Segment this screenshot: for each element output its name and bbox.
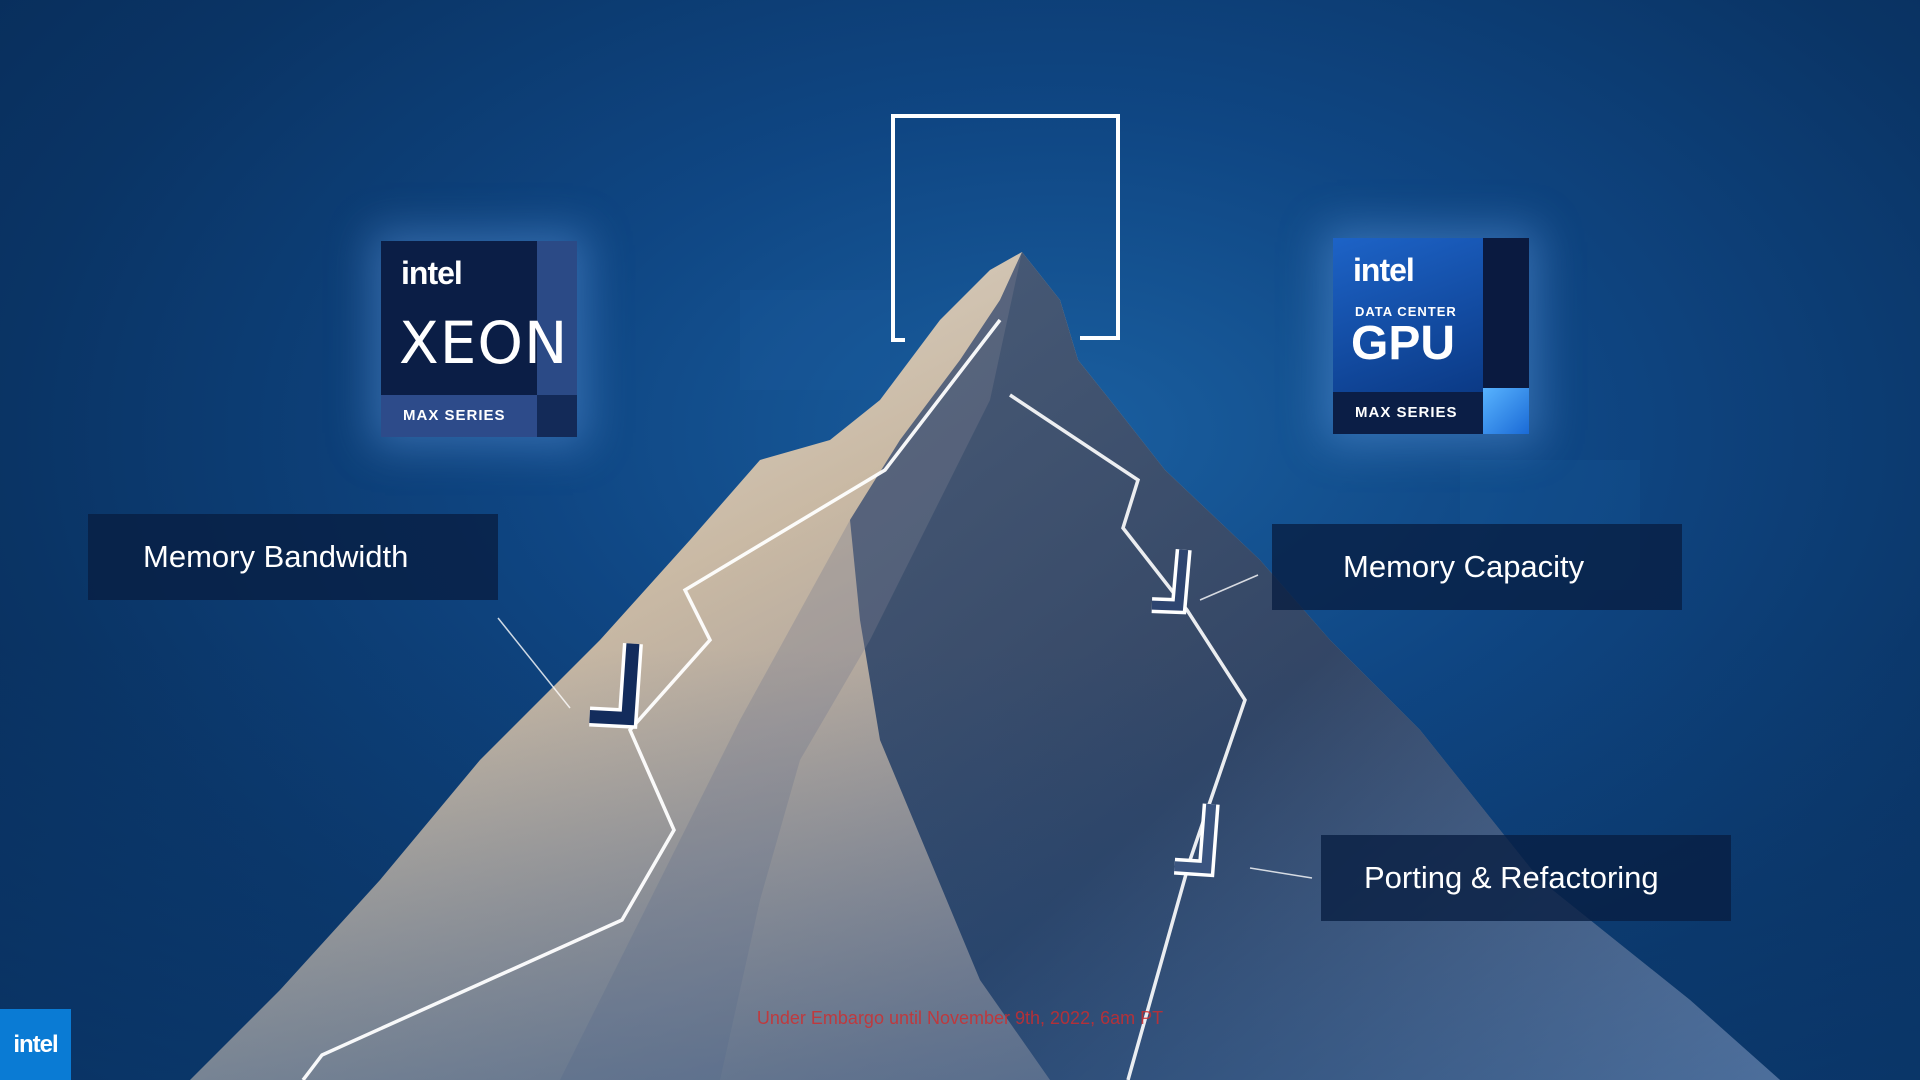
memory-bandwidth-label: Memory Bandwidth <box>88 514 498 600</box>
intel-brand-text: intel <box>1353 252 1415 288</box>
capacity-connector <box>1199 574 1259 601</box>
left-route-path <box>301 318 1002 1080</box>
porting-refactoring-label: Porting & Refactoring <box>1321 835 1731 921</box>
badge-stripe <box>1483 388 1529 434</box>
summit-bracket-icon <box>891 114 1120 342</box>
badge-background <box>1333 238 1483 392</box>
xeon-max-badge: intel XEON MAX SERIES <box>381 241 577 437</box>
check-icon <box>589 642 643 729</box>
bandwidth-connector <box>497 617 571 709</box>
check-icon <box>1151 549 1192 615</box>
gpu-max-badge: intel DATA CENTER GPU MAX SERIES <box>1333 238 1529 434</box>
data-center-text: DATA CENTER <box>1355 304 1457 319</box>
xeon-product-name: XEON <box>399 309 569 377</box>
intel-footer-logo: intel <box>0 1009 71 1080</box>
gpu-product-name: GPU <box>1351 317 1456 370</box>
badge-stripe <box>1483 238 1529 388</box>
check-icon <box>1173 803 1220 878</box>
badge-stripe <box>537 395 577 437</box>
embargo-notice: Under Embargo until November 9th, 2022, … <box>756 1008 1164 1028</box>
xeon-series-label: MAX SERIES <box>381 395 537 437</box>
porting-connector <box>1249 867 1313 879</box>
memory-capacity-label: Memory Capacity <box>1272 524 1682 610</box>
intel-brand-text: intel <box>401 255 463 291</box>
gpu-series-label: MAX SERIES <box>1333 392 1483 434</box>
badge-stripe <box>537 241 577 395</box>
